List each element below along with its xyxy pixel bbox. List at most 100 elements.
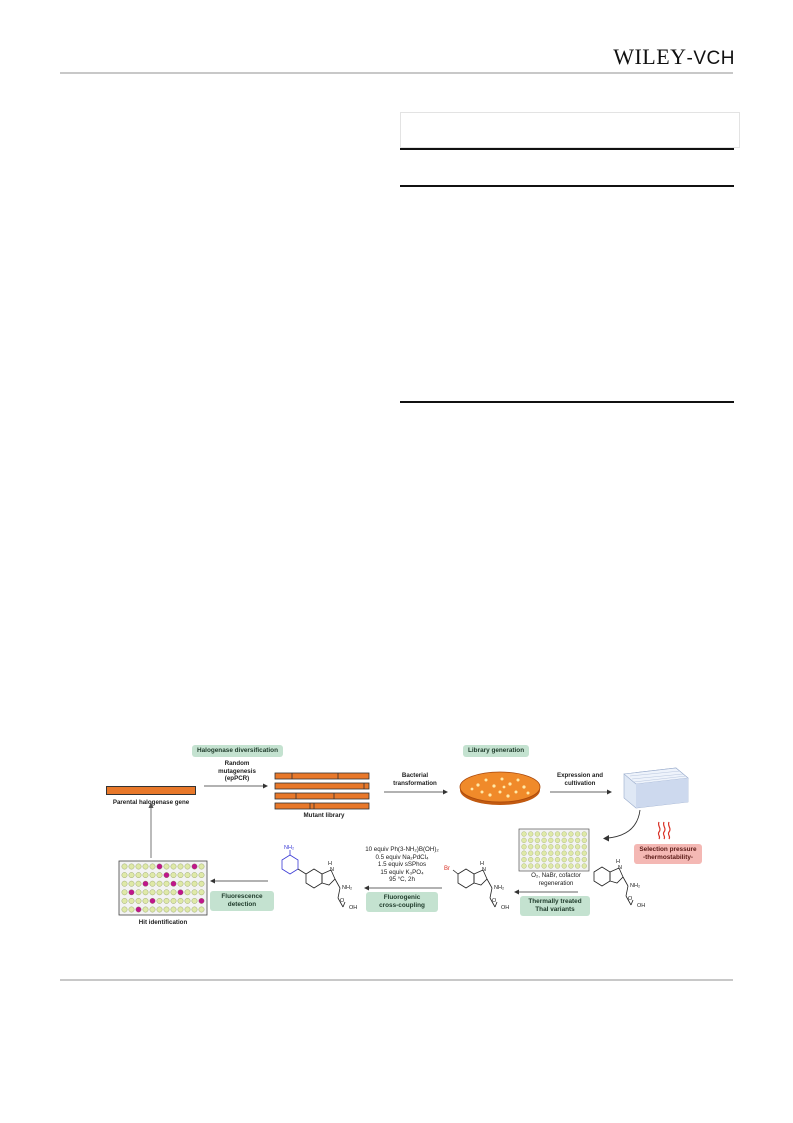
plate-well: [561, 837, 567, 843]
brtrp-amine: NH₂: [494, 885, 504, 891]
plate-well: [149, 863, 156, 870]
plate-well: [561, 850, 567, 856]
plate-well: [575, 863, 581, 869]
plate-well: [128, 872, 135, 878]
plate-well: [135, 889, 142, 896]
footer-rule: [60, 979, 733, 981]
plate-well: [575, 831, 581, 837]
plate-well: [568, 844, 574, 850]
plate-well: [135, 880, 142, 887]
plate-well: [163, 880, 170, 887]
plate-well: [561, 831, 567, 837]
plate-well: [128, 898, 135, 904]
plate-well: [554, 844, 561, 850]
plate-well: [568, 831, 574, 837]
plate-well: [554, 831, 561, 837]
plate-well: [534, 850, 540, 856]
bromine-atom: Br: [444, 866, 450, 872]
hit-well: [149, 898, 156, 904]
random-mutagenesis-label: Random mutagenesis (epPCR): [218, 760, 256, 783]
prod-amine: NH₂: [342, 885, 352, 891]
table-bottom-rule: [400, 401, 734, 403]
fluorogenic-coupling-box: Fluorogenic cross-coupling: [366, 892, 438, 912]
aryl-amine: NH₂: [284, 845, 294, 851]
hit-well: [191, 863, 198, 870]
plate-well: [534, 863, 540, 869]
plate-well: [528, 837, 534, 843]
table-caption-box: [400, 112, 740, 148]
plate-well: [184, 863, 191, 870]
plate-well: [581, 850, 587, 856]
plate-well: [548, 844, 554, 850]
plate-well: [128, 906, 135, 913]
plate-well: [121, 889, 128, 896]
plate-well: [135, 872, 142, 878]
plate-well: [521, 857, 527, 863]
plate-well: [142, 889, 149, 896]
plate-well: [575, 857, 581, 863]
plate-well: [561, 857, 567, 863]
plate-well: [198, 889, 205, 896]
plate-well: [521, 837, 527, 843]
petri-dish-icon: [459, 771, 541, 805]
mutagenesis-arrow: [204, 783, 268, 789]
plate-well: [156, 898, 163, 904]
plate-well: [177, 872, 184, 878]
plate-well: [191, 880, 198, 887]
publisher-logo: WILEY-VCH: [613, 44, 735, 69]
bacterial-transformation-label: Bacterial transformation: [393, 772, 437, 787]
hit-well: [170, 880, 177, 887]
halogenation-conditions: O₂, NaBr, cofactor regeneration: [531, 872, 581, 887]
coupling-conditions: 10 equiv Ph(3-NH₂)B(OH)₂ 0.5 equiv Na₂Pd…: [365, 846, 439, 884]
table-header-rule: [400, 185, 734, 187]
plate-well: [170, 863, 177, 870]
plate-well: [184, 889, 191, 896]
plate-well: [170, 872, 177, 878]
header-rule: [60, 72, 733, 74]
plate-well: [581, 857, 587, 863]
prod-hydroxyl: OH: [349, 905, 357, 911]
hit-well: [142, 880, 149, 887]
plate-well: [528, 844, 534, 850]
plate-well: [121, 863, 128, 870]
plate-well: [121, 880, 128, 887]
curved-arrow: [603, 809, 641, 842]
cycle-arrow: [148, 802, 154, 858]
plate-well: [534, 857, 540, 863]
plate-well: [191, 906, 198, 913]
plate-well: [561, 863, 567, 869]
plate-well: [548, 850, 554, 856]
fluorescence-detection-box: Fluorescence detection: [210, 891, 274, 911]
trp-indole-n: N: [618, 865, 622, 871]
plate-well: [581, 837, 587, 843]
plate-well: [163, 889, 170, 896]
brtrp-hydroxyl: OH: [501, 905, 509, 911]
plate-well: [156, 889, 163, 896]
coupled-product-structure: NH₂ H N NH₂ O OH: [281, 845, 357, 911]
plate-well: [177, 880, 184, 887]
plate-well: [121, 906, 128, 913]
hit-well: [163, 872, 170, 878]
plate-well: [156, 872, 163, 878]
plate-well: [198, 863, 205, 870]
plate-well: [142, 872, 149, 878]
plate-well: [554, 850, 561, 856]
plate-well: [554, 863, 561, 869]
plate-well: [184, 906, 191, 913]
prod-carbonyl: O: [340, 898, 345, 904]
plate-well: [581, 831, 587, 837]
plate-well: [575, 837, 581, 843]
plate-well: [163, 906, 170, 913]
plate-well: [534, 837, 540, 843]
plate-well: [142, 906, 149, 913]
plate-well: [177, 863, 184, 870]
plate-well: [541, 850, 547, 856]
plate-well: [528, 850, 534, 856]
tryptophan-structure: H N NH₂ O OH: [593, 859, 645, 909]
heat-icon: [657, 821, 671, 840]
plate-well: [149, 880, 156, 887]
halogenase-diversification-label: Halogenase diversification: [192, 745, 283, 757]
plate-well: [156, 906, 163, 913]
plate-well: [575, 844, 581, 850]
selection-pressure-box: Selection pressure -thermostability-: [634, 844, 702, 864]
